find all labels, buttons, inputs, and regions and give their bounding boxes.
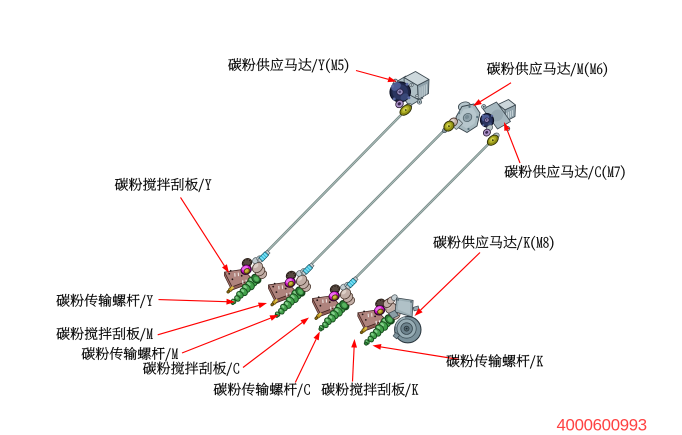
svg-text:4000600993: 4000600993 — [557, 416, 647, 435]
